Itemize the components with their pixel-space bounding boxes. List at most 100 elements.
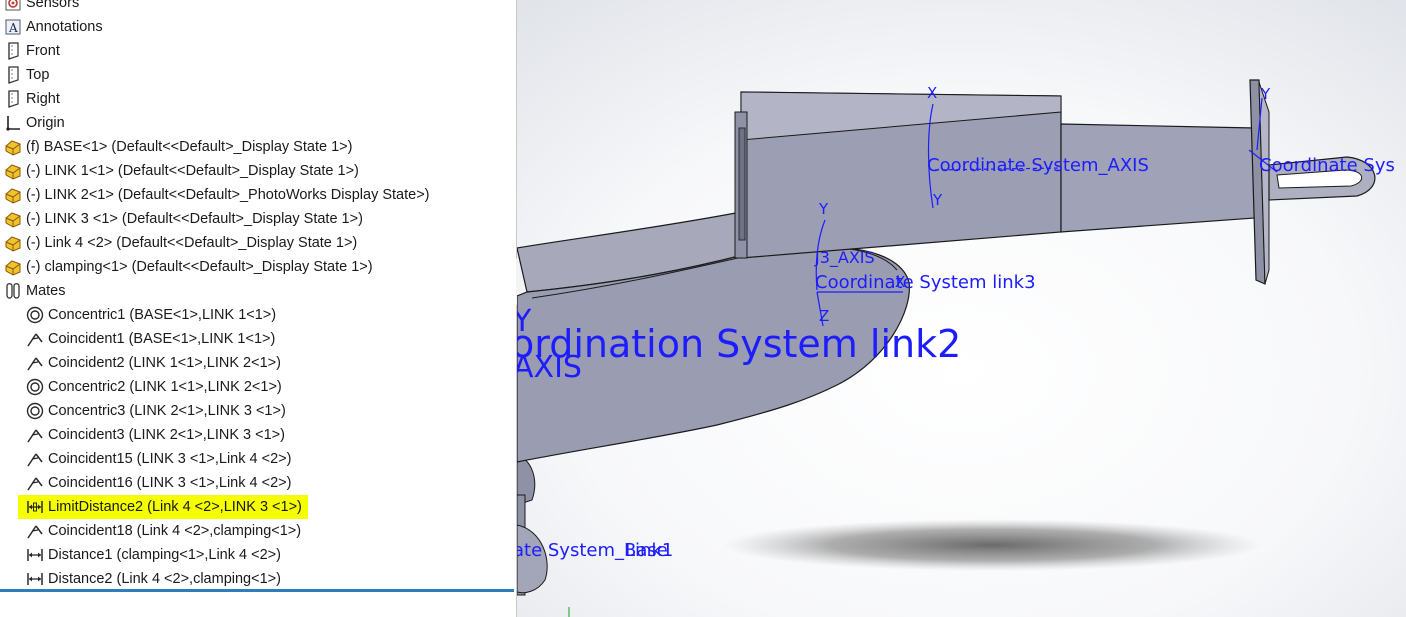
part-icon [4,258,22,276]
tree-item[interactable]: (f) BASE<1> (Default<<Default>_Display S… [4,135,352,159]
part-icon [4,162,22,180]
axis-y-label-right: Y [1261,85,1271,103]
tree-item-label: (-) LINK 2<1> (Default<<Default>_PhotoWo… [26,187,430,203]
svg-text:A: A [8,21,18,35]
mate-label: Distance2 (Link 4 <2>,clamping<1>) [48,571,281,587]
axis-z-label-link3: Z [819,307,830,325]
tree-item[interactable]: Sensors [4,0,79,15]
mate-item[interactable]: Concentric2 (LINK 1<1>,LINK 2<1>) [26,375,282,399]
axis-big-label: AXIS [517,350,582,385]
tree-item[interactable]: Front [4,39,60,63]
mate-item[interactable]: LimitDistance2 (Link 4 <2>,LINK 3 <1>) [18,495,308,519]
mate-item[interactable]: Coincident3 (LINK 2<1>,LINK 3 <1>) [26,423,285,447]
tree-item-label: Annotations [26,19,103,35]
limit-distance-mate-icon [26,498,44,516]
axis-y-label-link3: Y [819,200,829,218]
mate-item[interactable]: Coincident15 (LINK 3 <1>,Link 4 <2>) [26,447,291,471]
distance-mate-icon [26,570,44,588]
mate-item[interactable]: Coincident1 (BASE<1>,LINK 1<1>) [26,327,275,351]
annotations-icon: A [4,18,22,36]
tree-item[interactable]: (-) clamping<1> (Default<<Default>_Displ… [4,255,373,279]
plane-icon [4,66,22,84]
part-icon [4,210,22,228]
mates-icon [4,282,22,300]
tree-item[interactable]: (-) LINK 3 <1> (Default<<Default>_Displa… [4,207,363,231]
tree-item-label: Front [26,43,60,59]
link4-part[interactable] [1060,123,1256,233]
mate-item[interactable]: Coincident18 (Link 4 <2>,clamping<1>) [26,519,301,543]
mate-label: Coincident18 (Link 4 <2>,clamping<1>) [48,523,302,539]
clamping-part[interactable] [1249,79,1376,285]
concentric-mate-icon [26,378,44,396]
tree-item[interactable]: (-) Link 4 <2> (Default<<Default>_Displa… [4,231,357,255]
axis-x-label: X [927,84,938,102]
tree-item[interactable]: (-) LINK 1<1> (Default<<Default>_Display… [4,159,359,183]
link3-part[interactable] [734,91,1062,259]
part-icon [4,138,22,156]
tree-item[interactable]: Top [4,63,49,87]
triad-right [1248,97,1278,173]
mate-label: Coincident3 (LINK 2<1>,LINK 3 <1>) [48,427,285,443]
tree-item-label: (-) LINK 1<1> (Default<<Default>_Display… [26,163,359,179]
tree-item[interactable]: Mates [4,279,66,303]
plane-icon [4,90,22,108]
mate-label: Concentric1 (BASE<1>,LINK 1<1>) [48,307,277,323]
mate-item[interactable]: Coincident2 (LINK 1<1>,LINK 2<1>) [26,351,281,375]
coincident-mate-icon [26,522,44,540]
ground-shadow [722,519,1262,571]
tree-item-label: (-) Link 4 <2> (Default<<Default>_Displa… [26,235,358,251]
mate-item[interactable]: Coincident16 (LINK 3 <1>,Link 4 <2>) [26,471,291,495]
coordinate-system-link3-label[interactable]: Coordinate System link3 [815,272,1036,293]
mate-item[interactable]: Concentric3 (LINK 2<1>,LINK 3 <1>) [26,399,286,423]
tree-item-label: (-) LINK 3 <1> (Default<<Default>_Displa… [26,211,363,227]
origin-icon [4,114,22,132]
coordinate-system-base-label[interactable]: ate System_Base [517,540,668,561]
tree-bottom-divider [0,589,514,592]
axis-x-label-link3: X [895,273,906,291]
part-icon [4,234,22,252]
tree-item-label: (-) clamping<1> (Default<<Default>_Displ… [26,259,373,275]
mate-label: Concentric2 (LINK 1<1>,LINK 2<1>) [48,379,282,395]
coincident-mate-icon [26,450,44,468]
mate-label: Coincident2 (LINK 1<1>,LINK 2<1>) [48,355,281,371]
axis-y-label: Y [933,191,943,209]
model-canvas[interactable] [517,0,1406,617]
graphics-area[interactable]: Coordinate System_AXIS X Y J3_AXIS Coord… [517,0,1406,617]
mate-item[interactable]: Distance2 (Link 4 <2>,clamping<1>) [26,567,281,591]
mate-item[interactable]: Concentric1 (BASE<1>,LINK 1<1>) [26,303,276,327]
coordinate-system-right-label[interactable]: Coordinate Sys [1259,155,1395,176]
tree-item-label: Origin [26,115,65,131]
mate-label: Distance1 (clamping<1>,Link 4 <2>) [48,547,281,563]
tree-item[interactable]: (-) LINK 2<1> (Default<<Default>_PhotoWo… [4,183,430,207]
tree-item-label: (f) BASE<1> (Default<<Default>_Display S… [26,139,353,155]
mate-label: Coincident16 (LINK 3 <1>,Link 4 <2>) [48,475,292,491]
tree-item[interactable]: A Annotations [4,15,103,39]
tree-item[interactable]: Right [4,87,60,111]
tree-item-label: Sensors [26,0,80,11]
triad-axis [927,103,1062,209]
mate-item[interactable]: Distance1 (clamping<1>,Link 4 <2>) [26,543,281,567]
coincident-mate-icon [26,426,44,444]
plane-icon [4,42,22,60]
concentric-mate-icon [26,402,44,420]
mate-label: LimitDistance2 (Link 4 <2>,LINK 3 <1>) [48,499,302,515]
j3-axis-label[interactable]: J3_AXIS [815,248,875,267]
coordinate-system-axis-label[interactable]: Coordinate System_AXIS [927,155,1149,176]
tree-item[interactable]: Origin [4,111,65,135]
tree-item-label: Mates [26,283,66,299]
triad-link3 [815,219,903,327]
coincident-mate-icon [26,474,44,492]
mate-label: Concentric3 (LINK 2<1>,LINK 3 <1>) [48,403,286,419]
sensors-icon [4,0,22,12]
concentric-mate-icon [26,306,44,324]
base-part[interactable] [517,454,548,596]
axis-y-big-label: Y [517,304,532,339]
distance-mate-icon [26,546,44,564]
coordinate-system-link2-label[interactable]: ordination System link2 [517,322,962,366]
tree-item-label: Top [26,67,50,83]
coincident-mate-icon [26,330,44,348]
coincident-mate-icon [26,354,44,372]
tree-item-label: Right [26,91,60,107]
link1-label[interactable]: Link1 [625,540,674,561]
